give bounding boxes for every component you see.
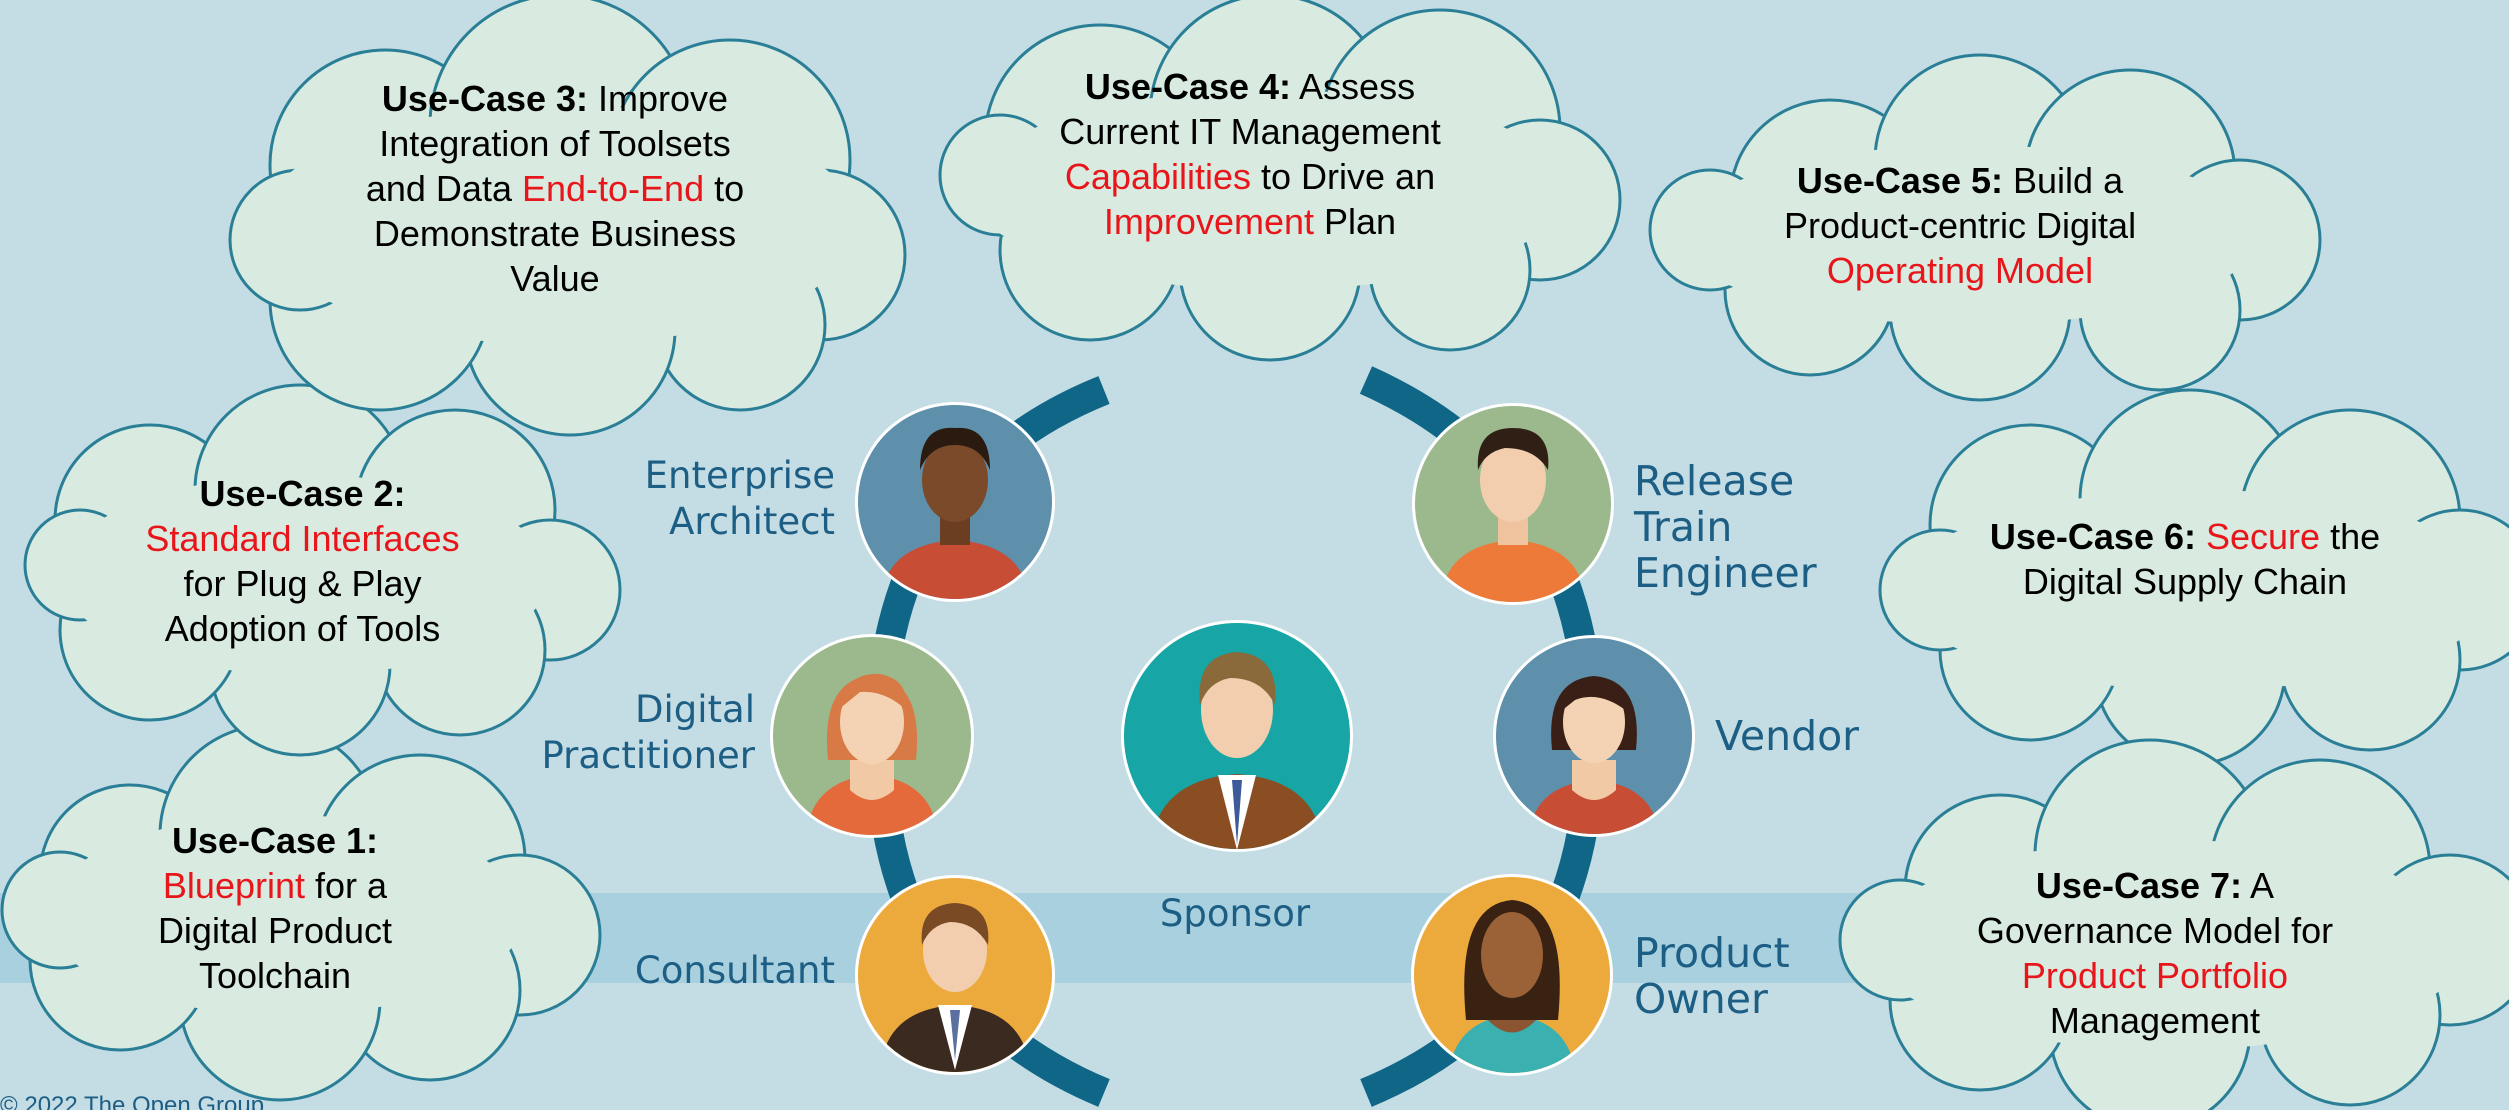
use-case-2-text: Use-Case 2: Standard Interfaces for Plug… xyxy=(130,471,475,651)
use-case-6-title: Use-Case 6: xyxy=(1989,516,2196,557)
enterprise-architect-avatar xyxy=(855,402,1055,602)
use-case-3-text-3: to Demonstrate Business Value xyxy=(373,168,745,299)
use-case-2-highlight-1: Standard Interfaces xyxy=(145,518,460,559)
copyright-notice: © 2022 The Open Group xyxy=(0,1092,265,1110)
use-case-1-text: Use-Case 1: Blueprint for a Digital Prod… xyxy=(140,818,410,998)
use-case-4-text-1: Assess Current IT Management xyxy=(1059,66,1441,152)
use-case-4-text: Use-Case 4: Assess Current IT Management… xyxy=(1040,64,1460,244)
release-train-engineer-avatar xyxy=(1412,403,1614,605)
use-case-4-text-5: Plan xyxy=(1314,201,1397,242)
use-case-6-text-3: the Digital Supply Chain xyxy=(2022,516,2381,602)
digital-practitioner-avatar xyxy=(770,634,974,838)
product-owner-avatar xyxy=(1411,874,1613,1076)
use-case-3-highlight-1: End-to-End xyxy=(521,168,705,209)
use-case-3-text-1: Improve Integration of Toolsets and Data xyxy=(365,78,731,209)
use-case-3-title: Use-Case 3: xyxy=(381,78,589,119)
consultant-avatar xyxy=(855,875,1055,1075)
use-case-5-text: Use-Case 5: Build a Product-centric Digi… xyxy=(1760,158,2160,293)
use-case-7-title: Use-Case 7: xyxy=(2035,865,2243,906)
use-case-6-highlight-1: Secure xyxy=(2206,516,2321,557)
use-case-1-highlight-1: Blueprint xyxy=(162,865,306,906)
use-case-7-text-1: A Governance Model for xyxy=(1976,865,2334,951)
use-case-6-text-1 xyxy=(2196,516,2206,557)
use-case-7-text-3: Management xyxy=(2049,1000,2261,1041)
use-case-4-highlight-1: Capabilities xyxy=(1064,156,1252,197)
use-case-7-text: Use-Case 7: A Governance Model for Produ… xyxy=(1955,863,2355,1043)
use-case-1-text-2: for a Digital Product Toolchain xyxy=(157,865,393,996)
use-case-2-text-2: for Plug & Play Adoption of Tools xyxy=(164,563,441,649)
role-consultant: Consultant xyxy=(634,949,835,992)
use-case-5-highlight-1: Operating Model xyxy=(1826,250,2094,291)
role-product-owner: Product Owner xyxy=(1634,929,1790,1023)
use-case-7-highlight-1: Product Portfolio xyxy=(2021,955,2289,996)
role-vendor: Vendor xyxy=(1715,712,1860,760)
role-enterprise-architect: Enterprise Architect xyxy=(644,454,835,543)
role-digital-practitioner: Digital Practitioner xyxy=(541,688,755,777)
use-case-6-text: Use-Case 6: Secure the Digital Supply Ch… xyxy=(1985,514,2385,604)
use-case-5-title: Use-Case 5: xyxy=(1796,160,2004,201)
use-case-4-title: Use-Case 4: xyxy=(1084,66,1292,107)
use-case-4-text-3: to Drive an xyxy=(1251,156,1436,197)
use-case-1-title: Use-Case 1: xyxy=(171,820,379,861)
use-case-2-title: Use-Case 2: xyxy=(199,473,406,514)
sponsor-avatar xyxy=(1121,620,1353,852)
role-sponsor: Sponsor xyxy=(1159,892,1311,935)
use-case-3-text: Use-Case 3: Improve Integration of Tools… xyxy=(355,76,755,301)
role-release-train-engineer: Release Train Engineer xyxy=(1634,457,1817,597)
use-case-4-highlight-2: Improvement xyxy=(1103,201,1314,242)
vendor-avatar xyxy=(1493,635,1695,837)
use-case-5-text-1: Build a Product-centric Digital xyxy=(1783,160,2137,246)
